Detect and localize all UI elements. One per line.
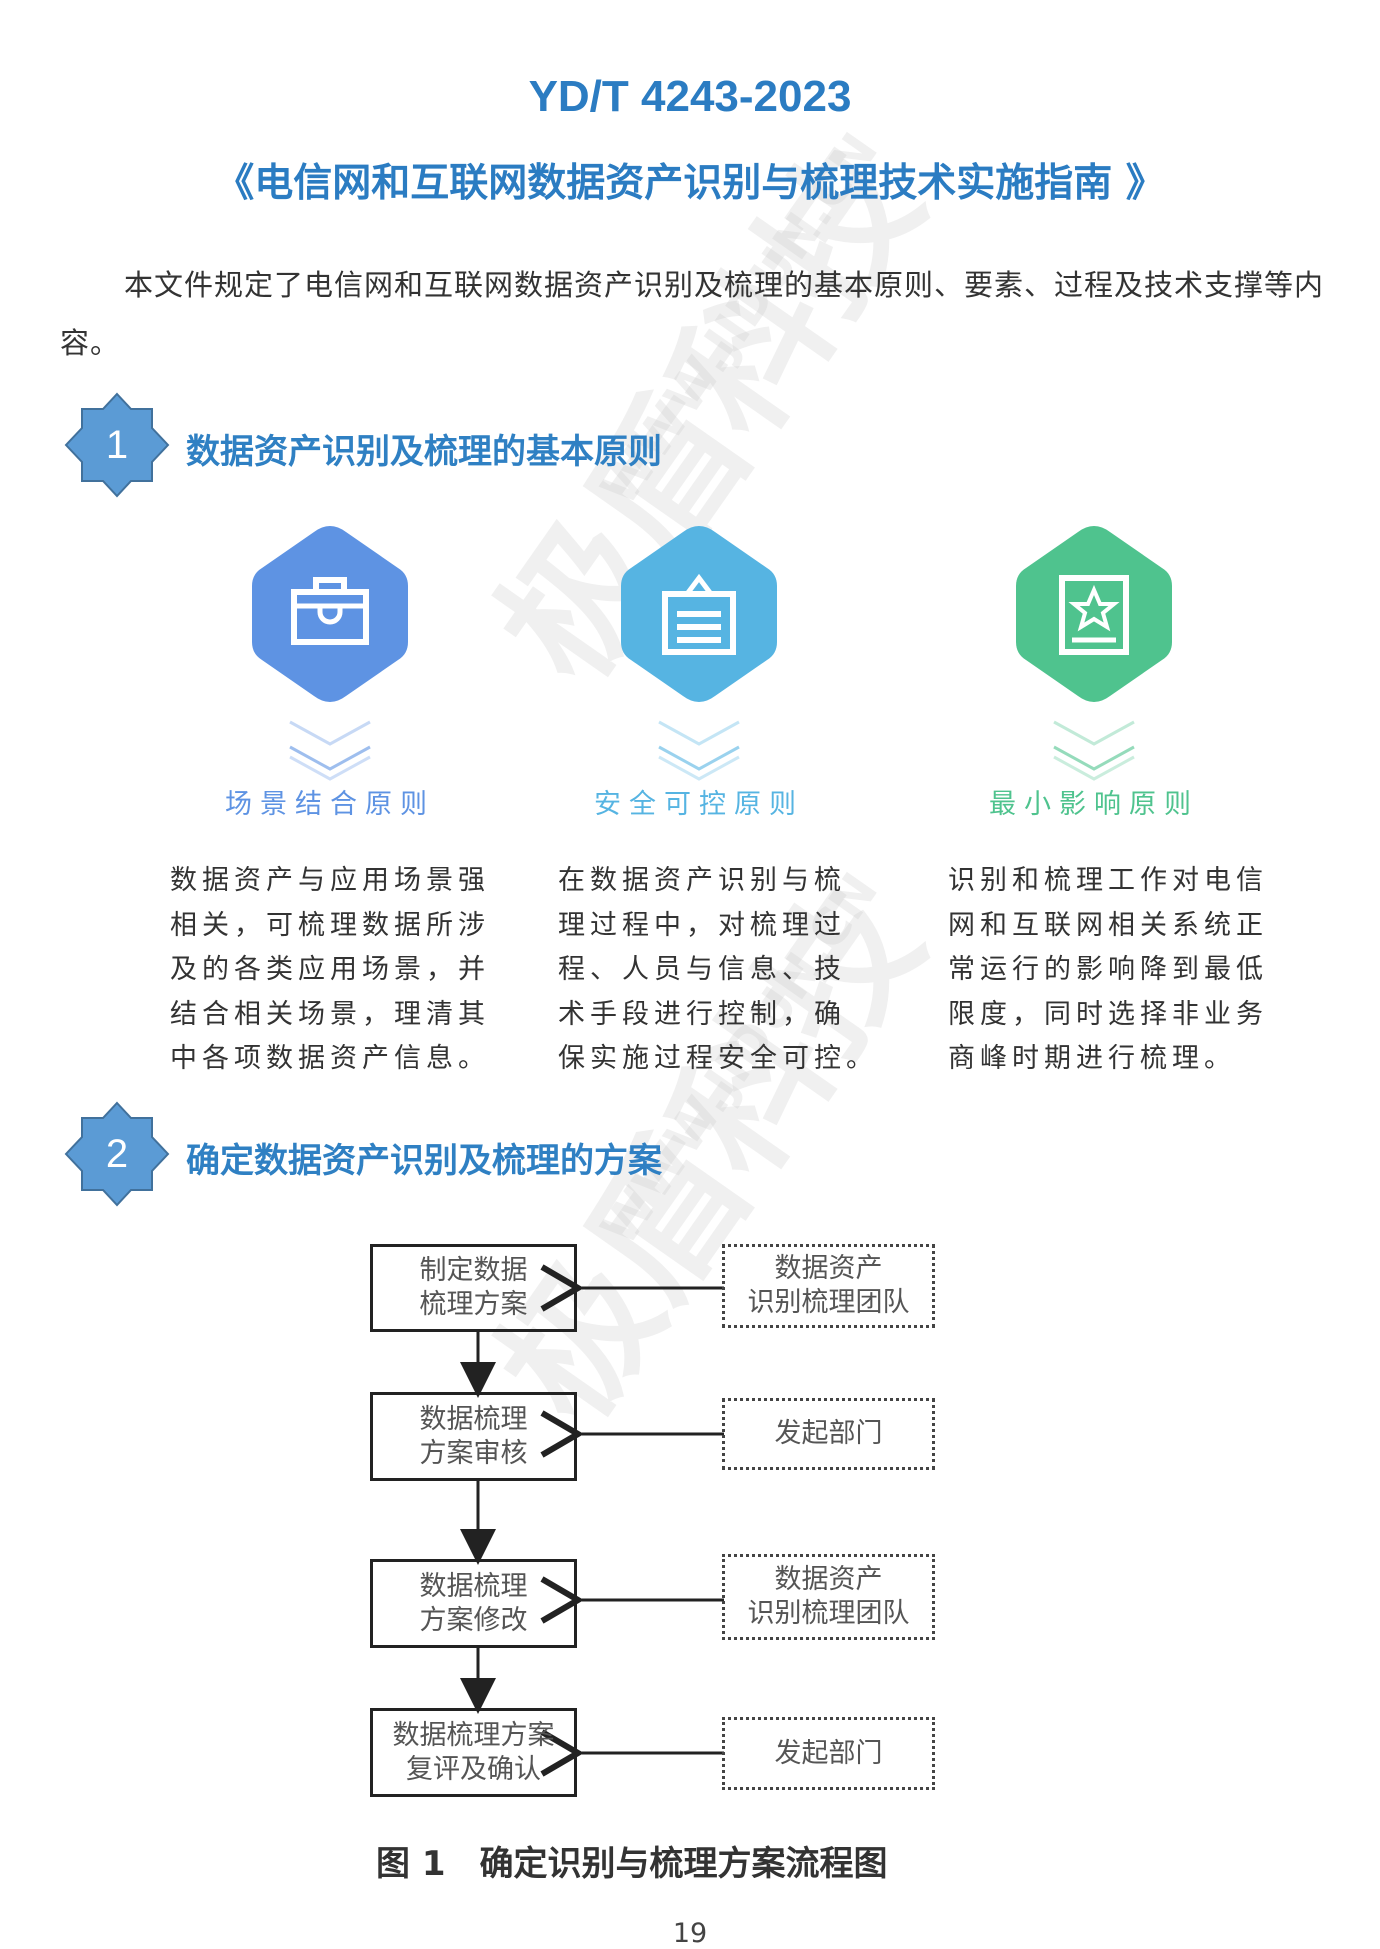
description-line: 保实施过程安全可控。	[558, 1043, 878, 1074]
flow-source-text: 识别梳理团队	[747, 1598, 910, 1629]
principle-label: 场景结合原则	[225, 789, 435, 820]
flow-source-box: 数据资产识别梳理团队	[722, 1554, 935, 1640]
section-number-badge: 1	[62, 390, 172, 500]
document-list-icon	[621, 526, 777, 781]
flow-source-box: 发起部门	[722, 1398, 935, 1470]
description-line: 结合相关场景，理清其	[170, 998, 490, 1030]
description-line: 常运行的影响降到最低	[948, 954, 1268, 985]
flow-source-box: 发起部门	[722, 1717, 935, 1790]
flow-step-box: 数据梳理方案审核	[370, 1392, 577, 1481]
principle-label: 安全可控原则	[594, 789, 804, 820]
description-line: 相关，可梳理数据所涉	[170, 909, 490, 941]
figure-caption: 图 1 确定识别与梳理方案流程图	[376, 1844, 888, 1884]
star-badge-icon	[64, 1101, 170, 1207]
standard-code: YD/T 4243-2023	[528, 72, 852, 121]
description-line: 网和互联网相关系统正	[948, 909, 1268, 941]
flow-step-box: 制定数据梳理方案	[370, 1244, 577, 1332]
description-line: 在数据资产识别与梳	[558, 865, 846, 896]
flow-step-text: 数据梳理	[419, 1570, 528, 1602]
flow-step-text: 数据梳理方案	[392, 1719, 555, 1751]
flow-source-box: 数据资产识别梳理团队	[722, 1244, 935, 1328]
description-line: 及的各类应用场景，并	[170, 954, 490, 985]
flow-step-text: 制定数据	[419, 1255, 528, 1286]
intro-paragraph: 本文件规定了电信网和互联网数据资产识别及梳理的基本原则、要素、过程及技术支撑等内…	[60, 268, 1325, 360]
flow-step-text: 复评及确认	[406, 1753, 541, 1785]
section-number: 1	[105, 423, 129, 467]
description-line: 限度，同时选择非业务	[948, 998, 1268, 1030]
section-title: 数据资产识别及梳理的基本原则	[186, 432, 662, 472]
description-line: 中各项数据资产信息。	[170, 1043, 490, 1074]
flow-source-text: 发起部门	[774, 1737, 883, 1769]
flow-step-text: 梳理方案	[419, 1289, 528, 1320]
section-number: 2	[105, 1132, 129, 1176]
description-line: 术手段进行控制，确	[558, 998, 846, 1030]
flow-step-text: 方案审核	[419, 1437, 528, 1469]
section-number-badge: 2	[62, 1099, 172, 1209]
star-certificate-icon	[1016, 526, 1172, 781]
flow-source-text: 识别梳理团队	[747, 1287, 910, 1318]
briefcase-icon	[252, 526, 408, 781]
principle-label: 最小影响原则	[989, 789, 1199, 820]
document-title: 《电信网和互联网数据资产识别与梳理技术实施指南 》	[215, 161, 1165, 206]
principle-description: 在数据资产识别与梳理过程中，对梳理过程、人员与信息、技术手段进行控制，确保实施过…	[558, 859, 908, 1082]
flow-step-box: 数据梳理方案复评及确认	[370, 1708, 577, 1797]
flow-source-text: 数据资产	[774, 1253, 883, 1284]
description-line: 数据资产与应用场景强	[170, 865, 490, 896]
principle-description: 识别和梳理工作对电信网和互联网相关系统正常运行的影响降到最低限度，同时选择非业务…	[948, 859, 1298, 1082]
flow-step-box: 数据梳理方案修改	[370, 1559, 577, 1648]
flow-step-text: 方案修改	[419, 1604, 528, 1636]
principle-description: 数据资产与应用场景强相关，可梳理数据所涉及的各类应用场景，并结合相关场景，理清其…	[170, 859, 520, 1082]
description-line: 识别和梳理工作对电信	[948, 865, 1268, 896]
description-line: 商峰时期进行梳理。	[948, 1043, 1236, 1074]
description-line: 程、人员与信息、技	[558, 954, 846, 985]
star-badge-icon	[64, 392, 170, 498]
flow-source-text: 发起部门	[774, 1418, 883, 1449]
section-title: 确定数据资产识别及梳理的方案	[186, 1141, 662, 1181]
flow-source-text: 数据资产	[774, 1564, 883, 1595]
page-number: 19	[672, 1918, 708, 1949]
flow-step-text: 数据梳理	[419, 1403, 528, 1435]
description-line: 理过程中，对梳理过	[558, 909, 846, 941]
